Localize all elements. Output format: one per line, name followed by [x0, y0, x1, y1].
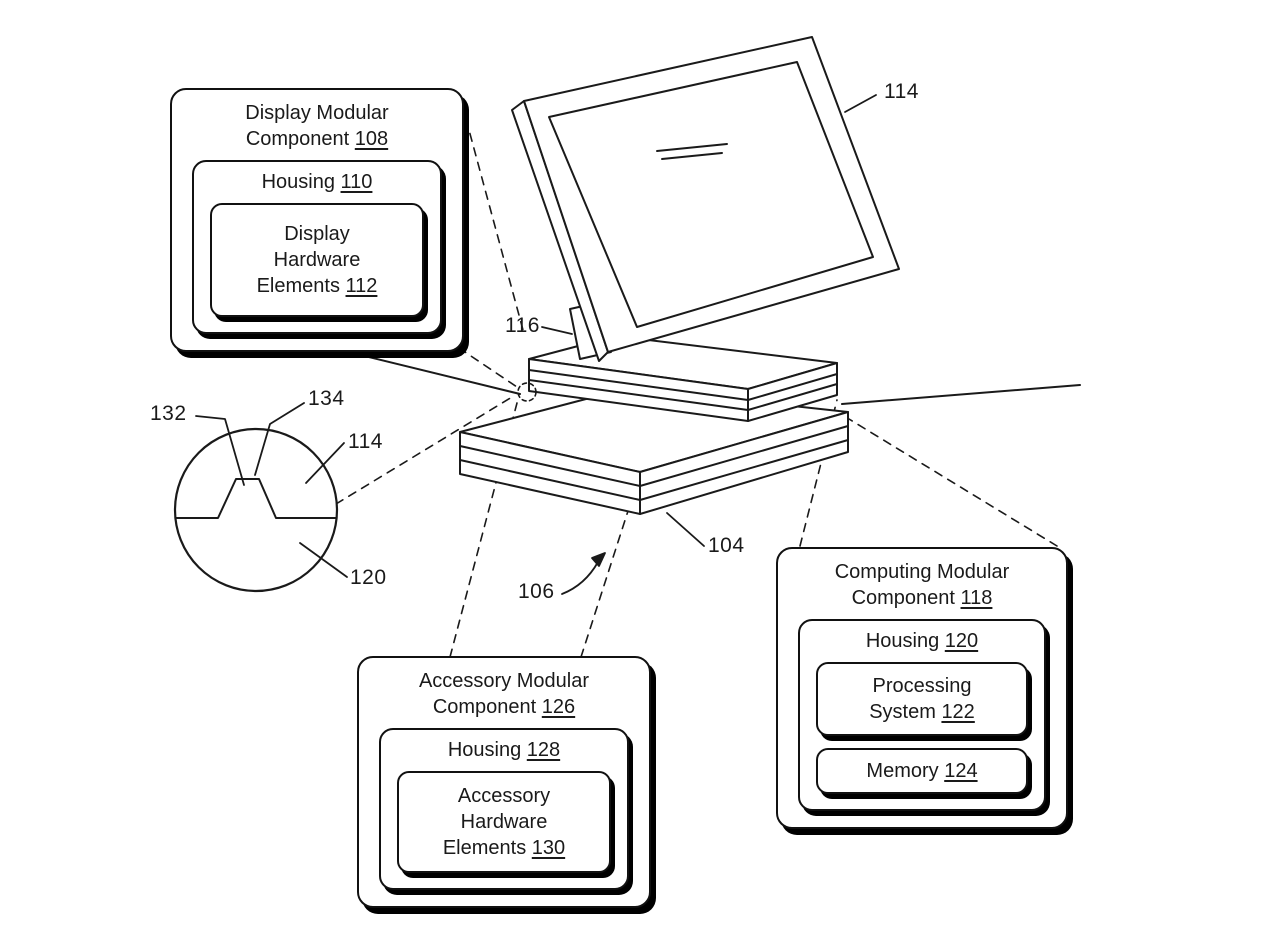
arrow-106-shaft [561, 561, 599, 595]
inner-line: Memory 124 [820, 758, 1024, 784]
ref-numeral: 110 [340, 171, 373, 193]
inner-text: Memory [866, 760, 939, 782]
callout-title: Display Modular Component 108 [172, 90, 462, 154]
inner-line: System 122 [820, 699, 1024, 725]
label-monitor-ref: 114 [884, 80, 919, 103]
processing-system-box: Processing System 122 [816, 662, 1028, 736]
housing-title: Housing 110 [194, 162, 440, 196]
arrow-106-head [591, 552, 606, 567]
ref-numeral: 124 [944, 760, 978, 782]
housing-title: Housing 128 [381, 730, 627, 764]
memory-box: Memory 124 [816, 748, 1028, 794]
label-detail-lower-right: 120 [350, 566, 387, 589]
inner-line: Hardware [273, 249, 361, 271]
title-text: Accessory Modular [418, 670, 590, 692]
housing-box: Housing 110 Display Hardware Elements 11… [192, 160, 442, 334]
title-line: Component 126 [365, 694, 643, 720]
inner-text: Elements [442, 837, 527, 859]
monitor [511, 36, 900, 362]
title-text: Display Modular [245, 102, 389, 124]
housing-title: Housing 120 [800, 621, 1044, 655]
detail-marker-circle [517, 382, 537, 402]
callout-computing-modular-component: Computing Modular Component 118 Housing … [776, 547, 1068, 829]
inner-line: Accessory [457, 785, 551, 807]
housing-text: Housing [447, 739, 522, 761]
title-line: Accessory Modular [365, 668, 643, 694]
callout-accessory-modular-component: Accessory Modular Component 126 Housing … [357, 656, 651, 908]
housing-text: Housing [261, 171, 335, 193]
label-base-ref: 104 [708, 534, 745, 557]
housing-box: Housing 128 Accessory Hardware Elements … [379, 728, 629, 890]
ref-numeral: 130 [531, 837, 566, 859]
inner-line: Processing [872, 675, 972, 697]
inner-line: Elements 130 [401, 835, 607, 861]
ref-numeral: 120 [944, 630, 979, 652]
label-detail-left: 132 [150, 402, 187, 425]
label-detail-top: 134 [308, 387, 345, 410]
inner-text: Elements [256, 275, 340, 297]
ref-numeral: 128 [526, 739, 561, 761]
ref-numeral: 112 [345, 275, 378, 297]
screen-marks [656, 143, 728, 160]
title-line: Computing Modular [784, 559, 1060, 585]
callout-display-modular-component: Display Modular Component 108 Housing 11… [170, 88, 464, 352]
inner-line: Elements 112 [214, 273, 420, 299]
table-edge-lines [327, 346, 1081, 405]
title-line: Component 118 [784, 585, 1060, 611]
housing-box: Housing 120 Processing System 122 Memory… [798, 619, 1046, 811]
callout-title: Computing Modular Component 118 [778, 549, 1066, 613]
title-line: Component 108 [178, 126, 456, 152]
housing-text: Housing [865, 630, 940, 652]
label-hinge-ref: 116 [505, 314, 540, 337]
ref-numeral: 126 [541, 696, 576, 718]
detail-circle [173, 427, 339, 593]
ref-numeral: 108 [354, 128, 389, 150]
title-text: Computing Modular [834, 561, 1010, 583]
inner-line: Display [284, 223, 350, 245]
accessory-hardware-elements-box: Accessory Hardware Elements 130 [397, 771, 611, 873]
inner-text: System [869, 701, 936, 723]
inner-line: Hardware [460, 811, 548, 833]
ref-numeral: 122 [941, 701, 975, 723]
ref-numeral: 118 [960, 587, 993, 609]
display-hardware-elements-box: Display Hardware Elements 112 [210, 203, 424, 317]
cross-section-profile [175, 478, 337, 519]
title-line: Display Modular [178, 100, 456, 126]
title-text: Component [851, 587, 955, 609]
label-detail-upper-right: 114 [348, 430, 383, 453]
label-leader-lines [195, 94, 877, 595]
callout-title: Accessory Modular Component 126 [359, 658, 649, 722]
base-upper-box [528, 335, 838, 422]
title-text: Component [245, 128, 350, 150]
label-surface-ref: 106 [518, 580, 555, 603]
title-text: Component [432, 696, 537, 718]
base-platform [459, 387, 849, 515]
